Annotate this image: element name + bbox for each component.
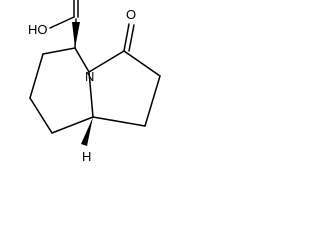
bond-c7a-n [88, 71, 94, 118]
wedge-bond-bridgehead-h [81, 117, 93, 146]
canvas-background [0, 0, 174, 178]
bond-c3-c4 [42, 47, 76, 55]
bridgehead-hydrogen-label: H [82, 149, 91, 164]
bond-n-c5-prime [88, 50, 125, 73]
bond-c6prime-c7prime [144, 75, 161, 127]
bond-ketone-a [123, 23, 130, 52]
bond-c-oh [49, 16, 75, 29]
ring-nitrogen-label: N [85, 69, 94, 84]
bond-ketone-b [128, 24, 135, 52]
chemical-structure: HO O N H [0, 0, 174, 178]
ketone-oxygen-label: O [126, 7, 136, 22]
bond-c7prime-c7a [92, 116, 146, 127]
wedge-bond-carboxyl [72, 22, 80, 48]
bond-c5-c6 [29, 97, 53, 134]
bond-c6-c7a [51, 116, 94, 134]
bond-c3-n [74, 47, 90, 73]
bond-c4-c5 [29, 53, 44, 99]
bond-c5prime-c6prime [123, 50, 161, 77]
hydroxyl-label: HO [28, 22, 48, 37]
